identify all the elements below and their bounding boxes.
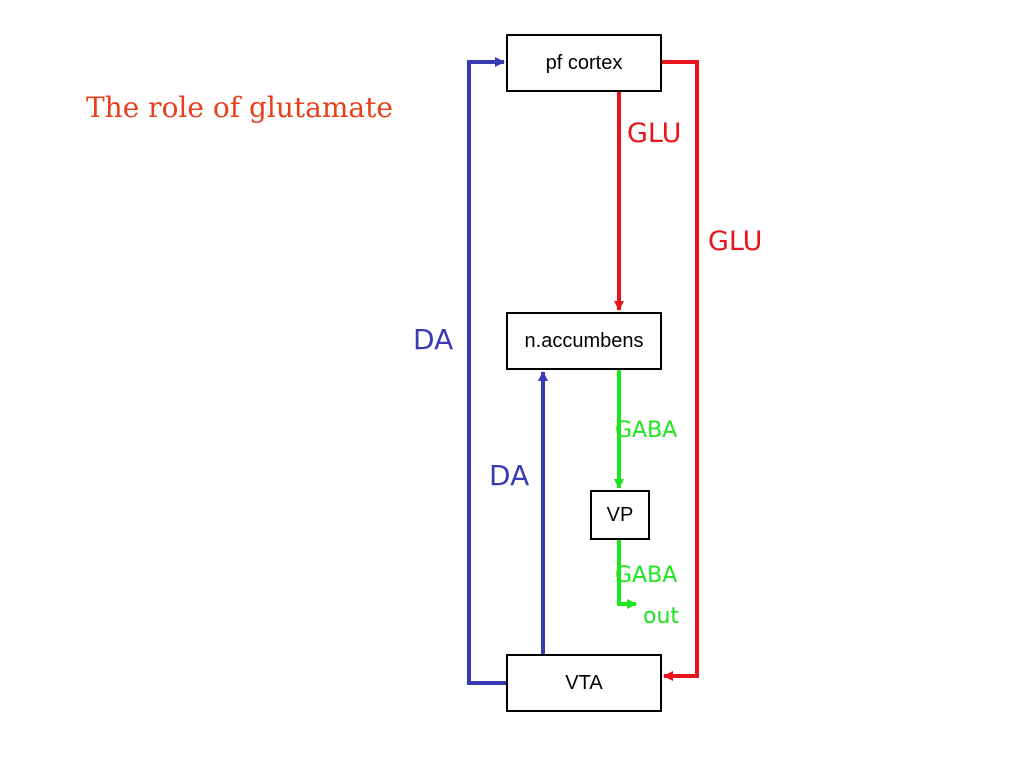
node-n-accumbens: n.accumbens [506, 312, 662, 370]
label-glu-outer: GLU [708, 226, 763, 257]
label-gaba-lower: GABA [615, 563, 678, 588]
glu-outer-arrow [662, 60, 699, 681]
slide-title: The role of glutamate [86, 91, 393, 124]
label-gaba-upper: GABA [615, 418, 678, 443]
gaba-lower-arrow [617, 540, 637, 609]
node-vta: VTA [506, 654, 662, 712]
label-da-inner: DA [489, 459, 530, 492]
label-da-outer: DA [413, 323, 454, 356]
label-out: out [643, 604, 680, 629]
node-vp: VP [590, 490, 650, 540]
node-pf-cortex: pf cortex [506, 34, 662, 92]
da-outer-arrow [467, 57, 506, 685]
label-glu-inner: GLU [627, 118, 682, 149]
